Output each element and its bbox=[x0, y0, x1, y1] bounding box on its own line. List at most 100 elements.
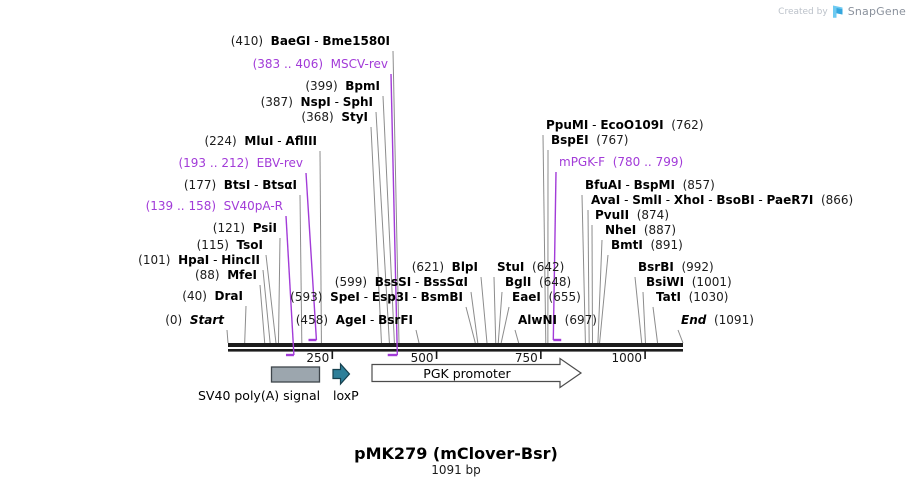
leader-line bbox=[465, 306, 476, 344]
site-name: PpuMI - EcoO109I bbox=[546, 118, 664, 132]
site-position: (224) bbox=[204, 134, 237, 148]
site-name: MluI - AflIII bbox=[244, 134, 317, 148]
site-position: (762) bbox=[671, 118, 704, 132]
enzyme-label-bsssi-bsss-i: (599) BssSI - BssSαI bbox=[335, 275, 468, 290]
enzyme-label-psii: (121) PsiI bbox=[213, 221, 277, 236]
site-position: (866) bbox=[820, 193, 854, 207]
leader-line bbox=[597, 239, 603, 344]
loxp-arrow bbox=[332, 362, 351, 386]
primer-leader-line bbox=[285, 215, 295, 356]
site-position: (1001) bbox=[691, 275, 732, 289]
leader-line bbox=[514, 329, 520, 344]
enzyme-label-baegi-bme1580i: (410) BaeGI - Bme1580I bbox=[231, 34, 390, 49]
site-name: BglI bbox=[505, 275, 532, 289]
site-position: (139 .. 158) bbox=[145, 199, 217, 213]
leader-line bbox=[634, 276, 643, 344]
enzyme-label-nhei: NheI (887) bbox=[605, 223, 676, 238]
primer-label-ebv-rev: (193 .. 212) EBV-rev bbox=[178, 156, 303, 171]
snapgene-watermark: Created by SnapGene bbox=[778, 5, 906, 18]
enzyme-label-btsi-bts-i: (177) BtsI - BtsαI bbox=[184, 178, 297, 193]
site-position: (88) bbox=[194, 268, 220, 282]
enzyme-label-avai-smli-xhoi-bsobi-paer7i: AvaI - SmlI - XhoI - BsoBI - PaeR7I (866… bbox=[591, 193, 853, 208]
leader-line bbox=[226, 329, 229, 344]
enzyme-label-bspei: BspEI (767) bbox=[551, 133, 628, 148]
site-position: (599) bbox=[334, 275, 368, 289]
primer-label-mscv-rev: (383 .. 406) MSCV-rev bbox=[253, 57, 388, 72]
site-name: BfuAI - BspMI bbox=[585, 178, 675, 192]
enzyme-label-bgli: BglI (648) bbox=[505, 275, 571, 290]
leader-line bbox=[591, 224, 594, 344]
enzyme-label-blpi: (621) BlpI bbox=[412, 260, 478, 275]
plasmid-title: pMK279 (mClover-Bsr) bbox=[354, 444, 558, 463]
sv40-polya-box bbox=[270, 366, 321, 383]
primer-leader-line bbox=[305, 172, 318, 341]
site-name: BmtI bbox=[611, 238, 643, 252]
site-position: (655) bbox=[548, 290, 581, 304]
site-name: EBV-rev bbox=[256, 156, 303, 170]
scale-tick-750 bbox=[540, 351, 542, 359]
sequence-bar-top bbox=[228, 343, 683, 347]
enzyme-label-bsiwi: BsiWI (1001) bbox=[646, 275, 732, 290]
site-position: (399) bbox=[305, 79, 338, 93]
enzyme-label-bmti: BmtI (891) bbox=[611, 238, 683, 253]
leader-line bbox=[599, 254, 609, 344]
scale-tick-label-1000: 1000 bbox=[611, 351, 643, 365]
primer-label-sv40pa-r: (139 .. 158) SV40pA-R bbox=[146, 199, 283, 214]
enzyme-label-nspi-sphi: (387) NspI - SphI bbox=[261, 95, 373, 110]
site-name: End bbox=[681, 313, 707, 327]
leader-line bbox=[497, 291, 503, 344]
site-name: SV40pA-R bbox=[223, 199, 283, 213]
leader-line bbox=[244, 305, 247, 344]
site-name: BlpI bbox=[451, 260, 478, 274]
scale-tick-label-500: 500 bbox=[410, 351, 434, 365]
site-position: (874) bbox=[636, 208, 670, 222]
terminus-label-end: End (1091) bbox=[681, 313, 754, 328]
leader-line bbox=[415, 329, 420, 344]
enzyme-label-stui: StuI (642) bbox=[497, 260, 564, 275]
leader-line bbox=[480, 276, 488, 344]
leader-line bbox=[319, 150, 322, 344]
enzyme-label-styi: (368) StyI bbox=[301, 110, 368, 125]
site-position: (767) bbox=[596, 133, 629, 147]
primer-label-mpgk-f: mPGK-F (780 .. 799) bbox=[559, 155, 683, 170]
leader-line bbox=[259, 284, 266, 344]
site-position: (648) bbox=[538, 275, 572, 289]
leader-line bbox=[370, 126, 382, 344]
site-position: (193 .. 212) bbox=[178, 156, 249, 170]
site-name: EaeI bbox=[512, 290, 541, 304]
site-position: (1030) bbox=[688, 290, 729, 304]
site-name: SpeI - Esp3I - BsmBI bbox=[330, 290, 463, 304]
site-position: (780 .. 799) bbox=[612, 155, 684, 169]
enzyme-label-bpmi: (399) BpmI bbox=[305, 79, 380, 94]
enzyme-label-pvuii: PvuII (874) bbox=[595, 208, 669, 223]
site-name: mPGK-F bbox=[559, 155, 606, 169]
loxp-label: loxP bbox=[333, 388, 359, 403]
enzyme-label-agei-bsrfi: (458) AgeI - BsrFI bbox=[296, 313, 413, 328]
scale-tick-label-750: 750 bbox=[514, 351, 538, 365]
enzyme-label-hpai-hincii: (101) HpaI - HincII bbox=[138, 253, 260, 268]
site-position: (410) bbox=[230, 34, 264, 48]
site-position: (101) bbox=[138, 253, 171, 267]
site-position: (621) bbox=[411, 260, 445, 274]
enzyme-label-drai: (40) DraI bbox=[182, 289, 243, 304]
site-name: MSCV-rev bbox=[330, 57, 388, 71]
site-name: BaeGI - Bme1580I bbox=[270, 34, 390, 48]
snapgene-brand-text: SnapGene bbox=[847, 5, 906, 18]
enzyme-label-alwni: AlwNI (697) bbox=[518, 313, 597, 328]
site-name: AlwNI bbox=[518, 313, 557, 327]
site-position: (697) bbox=[564, 313, 597, 327]
sequence-bar-bottom bbox=[228, 349, 683, 352]
site-name: HpaI - HincII bbox=[178, 253, 260, 267]
leader-line bbox=[493, 276, 497, 344]
site-position: (121) bbox=[212, 221, 246, 235]
leader-line bbox=[581, 194, 586, 344]
site-name: AvaI - SmlI - XhoI - BsoBI - PaeR7I bbox=[591, 193, 814, 207]
site-name: StuI bbox=[497, 260, 525, 274]
site-position: (0) bbox=[165, 313, 183, 327]
site-name: MfeI bbox=[227, 268, 257, 282]
site-name: NspI - SphI bbox=[300, 95, 373, 109]
primer-leader-line bbox=[552, 171, 557, 341]
site-name: TatI bbox=[656, 290, 681, 304]
enzyme-label-eaei: EaeI (655) bbox=[512, 290, 581, 305]
